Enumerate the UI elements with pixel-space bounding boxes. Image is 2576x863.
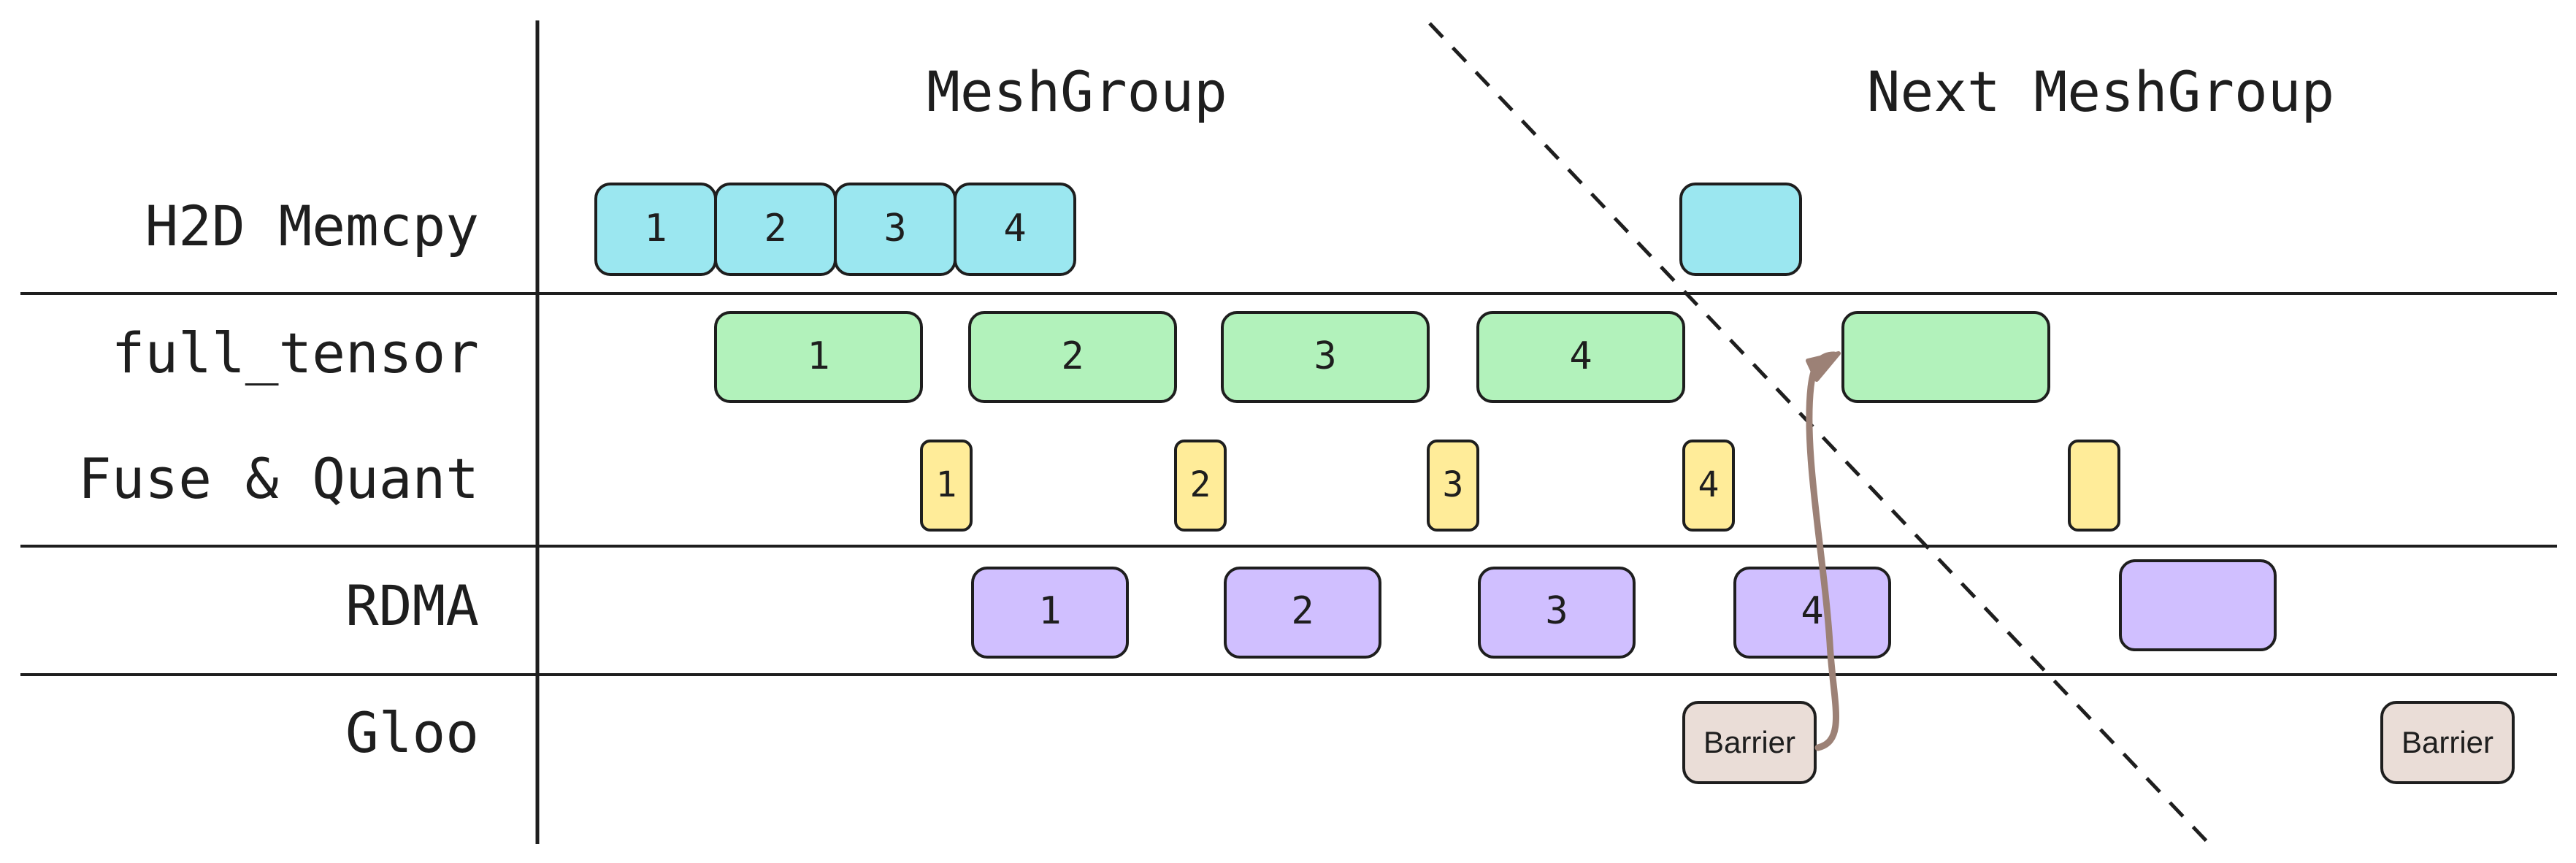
header-next-meshgroup: Next MeshGroup [1867,59,2335,124]
h2d-block-4-label: 4 [1003,207,1026,250]
full-tensor-block-4: 4 [1476,311,1685,403]
rdma-block-next [2119,559,2277,651]
row-label-gloo: Gloo [345,700,479,765]
row-label-fuse-quant: Fuse & Quant [78,446,479,511]
full-tensor-block-2: 2 [968,311,1177,403]
full-tensor-block-1-label: 1 [807,334,829,378]
h2d-block-next [1679,183,1802,276]
h2d-block-2-label: 2 [764,207,786,250]
row-label-full-tensor: full_tensor [112,321,479,386]
full-tensor-block-next [1841,311,2050,403]
fuse-block-4-label: 4 [1698,464,1720,505]
rdma-block-3: 3 [1478,567,1636,659]
meshgroup-boundary-dashed-line [1428,22,2208,843]
h2d-block-4: 4 [954,183,1076,276]
fuse-block-2: 2 [1174,440,1227,532]
fuse-block-2-label: 2 [1190,464,1211,505]
header-meshgroup: MeshGroup [927,59,1227,124]
fuse-block-3-label: 3 [1443,464,1464,505]
rdma-block-2-label: 2 [1291,589,1314,633]
fuse-block-1-label: 1 [936,464,957,505]
rdma-block-1: 1 [971,567,1129,659]
fuse-block-3: 3 [1427,440,1479,532]
h2d-block-3-label: 3 [883,207,906,250]
rdma-block-2: 2 [1224,567,1381,659]
full-tensor-block-4-label: 4 [1569,334,1592,378]
rdma-block-4-label: 4 [1801,589,1823,633]
fuse-block-1: 1 [920,440,973,532]
fuse-block-next [2068,440,2120,532]
dependency-arrow-head [1806,351,1841,382]
gloo-barrier-1: Barrier [1682,701,1817,784]
gloo-barrier-2-label: Barrier [2401,725,2493,759]
h2d-block-1: 1 [594,183,717,276]
row-label-rdma: RDMA [345,573,479,638]
h2d-block-1-label: 1 [644,207,667,250]
rdma-block-4: 4 [1733,567,1891,659]
dependency-arrow [1806,351,1839,751]
fuse-block-4: 4 [1682,440,1735,532]
full-tensor-block-1: 1 [714,311,923,403]
row-label-h2d-memcpy: H2D Memcpy [145,193,479,258]
h2d-block-3: 3 [834,183,957,276]
full-tensor-block-2-label: 2 [1061,334,1084,378]
full-tensor-block-3: 3 [1221,311,1430,403]
full-tensor-block-3-label: 3 [1314,334,1336,378]
gloo-barrier-1-label: Barrier [1703,725,1795,759]
rdma-block-1-label: 1 [1038,589,1061,633]
h2d-block-2: 2 [714,183,837,276]
gloo-barrier-2: Barrier [2380,701,2515,784]
rdma-block-3-label: 3 [1545,589,1568,633]
